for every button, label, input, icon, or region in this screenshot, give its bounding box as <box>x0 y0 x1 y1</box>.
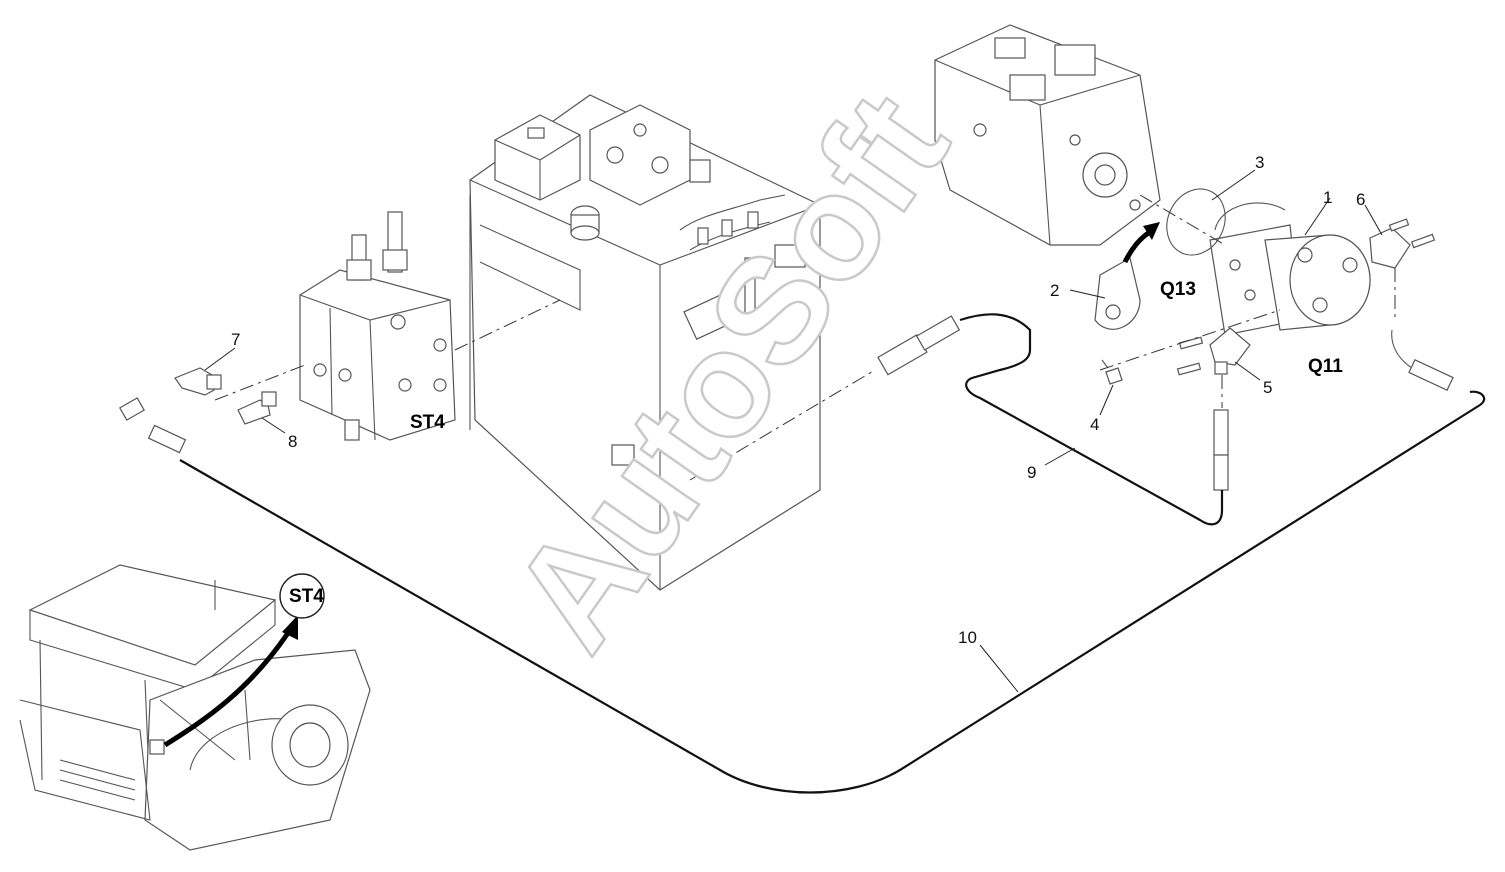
tank-breather-cap <box>570 205 600 241</box>
component-code-q11: Q11 <box>1308 356 1343 377</box>
screw-part-4 <box>1101 359 1123 385</box>
paver-overview-illustration <box>19 564 371 851</box>
assembly-centerlines <box>214 194 1396 481</box>
hydraulic-tank <box>469 94 821 591</box>
part-label-10: 10 <box>958 628 977 647</box>
main-hydraulic-pump <box>934 24 1161 246</box>
part-label-6: 6 <box>1356 190 1365 209</box>
hose-line-9 <box>959 313 1224 526</box>
flange-part-5 <box>1176 327 1251 376</box>
tank-return-filter <box>589 104 711 206</box>
part-label-3: 3 <box>1255 153 1264 172</box>
hose-end-right <box>1391 329 1454 392</box>
gear-pump-q11 <box>1209 202 1371 336</box>
hose-end-q11-outlet <box>1213 409 1229 491</box>
elbow-fitting-part-7 <box>174 367 222 396</box>
part-label-5: 5 <box>1263 378 1272 397</box>
st4-locator-circle <box>279 573 325 619</box>
part-label-9: 9 <box>1027 463 1036 482</box>
o-ring-part-3 <box>1166 188 1226 256</box>
valve-block-st4 <box>299 211 456 441</box>
hose-end-left <box>119 397 187 454</box>
component-code-st4-locator: ST4 <box>289 586 324 607</box>
flange-part-6 <box>1369 218 1436 269</box>
part-label-4: 4 <box>1090 415 1099 434</box>
part-label-7: 7 <box>231 330 240 349</box>
component-code-q13: Q13 <box>1160 279 1196 300</box>
part-label-1: 1 <box>1323 188 1332 207</box>
assembly-arrow-icon <box>1122 222 1160 264</box>
tee-fitting-part-8 <box>237 391 277 425</box>
hose-end-center <box>877 315 961 376</box>
bracket-part-2 <box>1094 257 1141 330</box>
component-code-st4: ST4 <box>410 412 445 433</box>
hose-line-10 <box>179 390 1486 794</box>
part-label-8: 8 <box>288 432 297 451</box>
leader-lines <box>204 169 1383 693</box>
tank-filter-housing <box>494 114 581 201</box>
tank-pipework <box>679 194 806 268</box>
part-label-2: 2 <box>1050 281 1059 300</box>
